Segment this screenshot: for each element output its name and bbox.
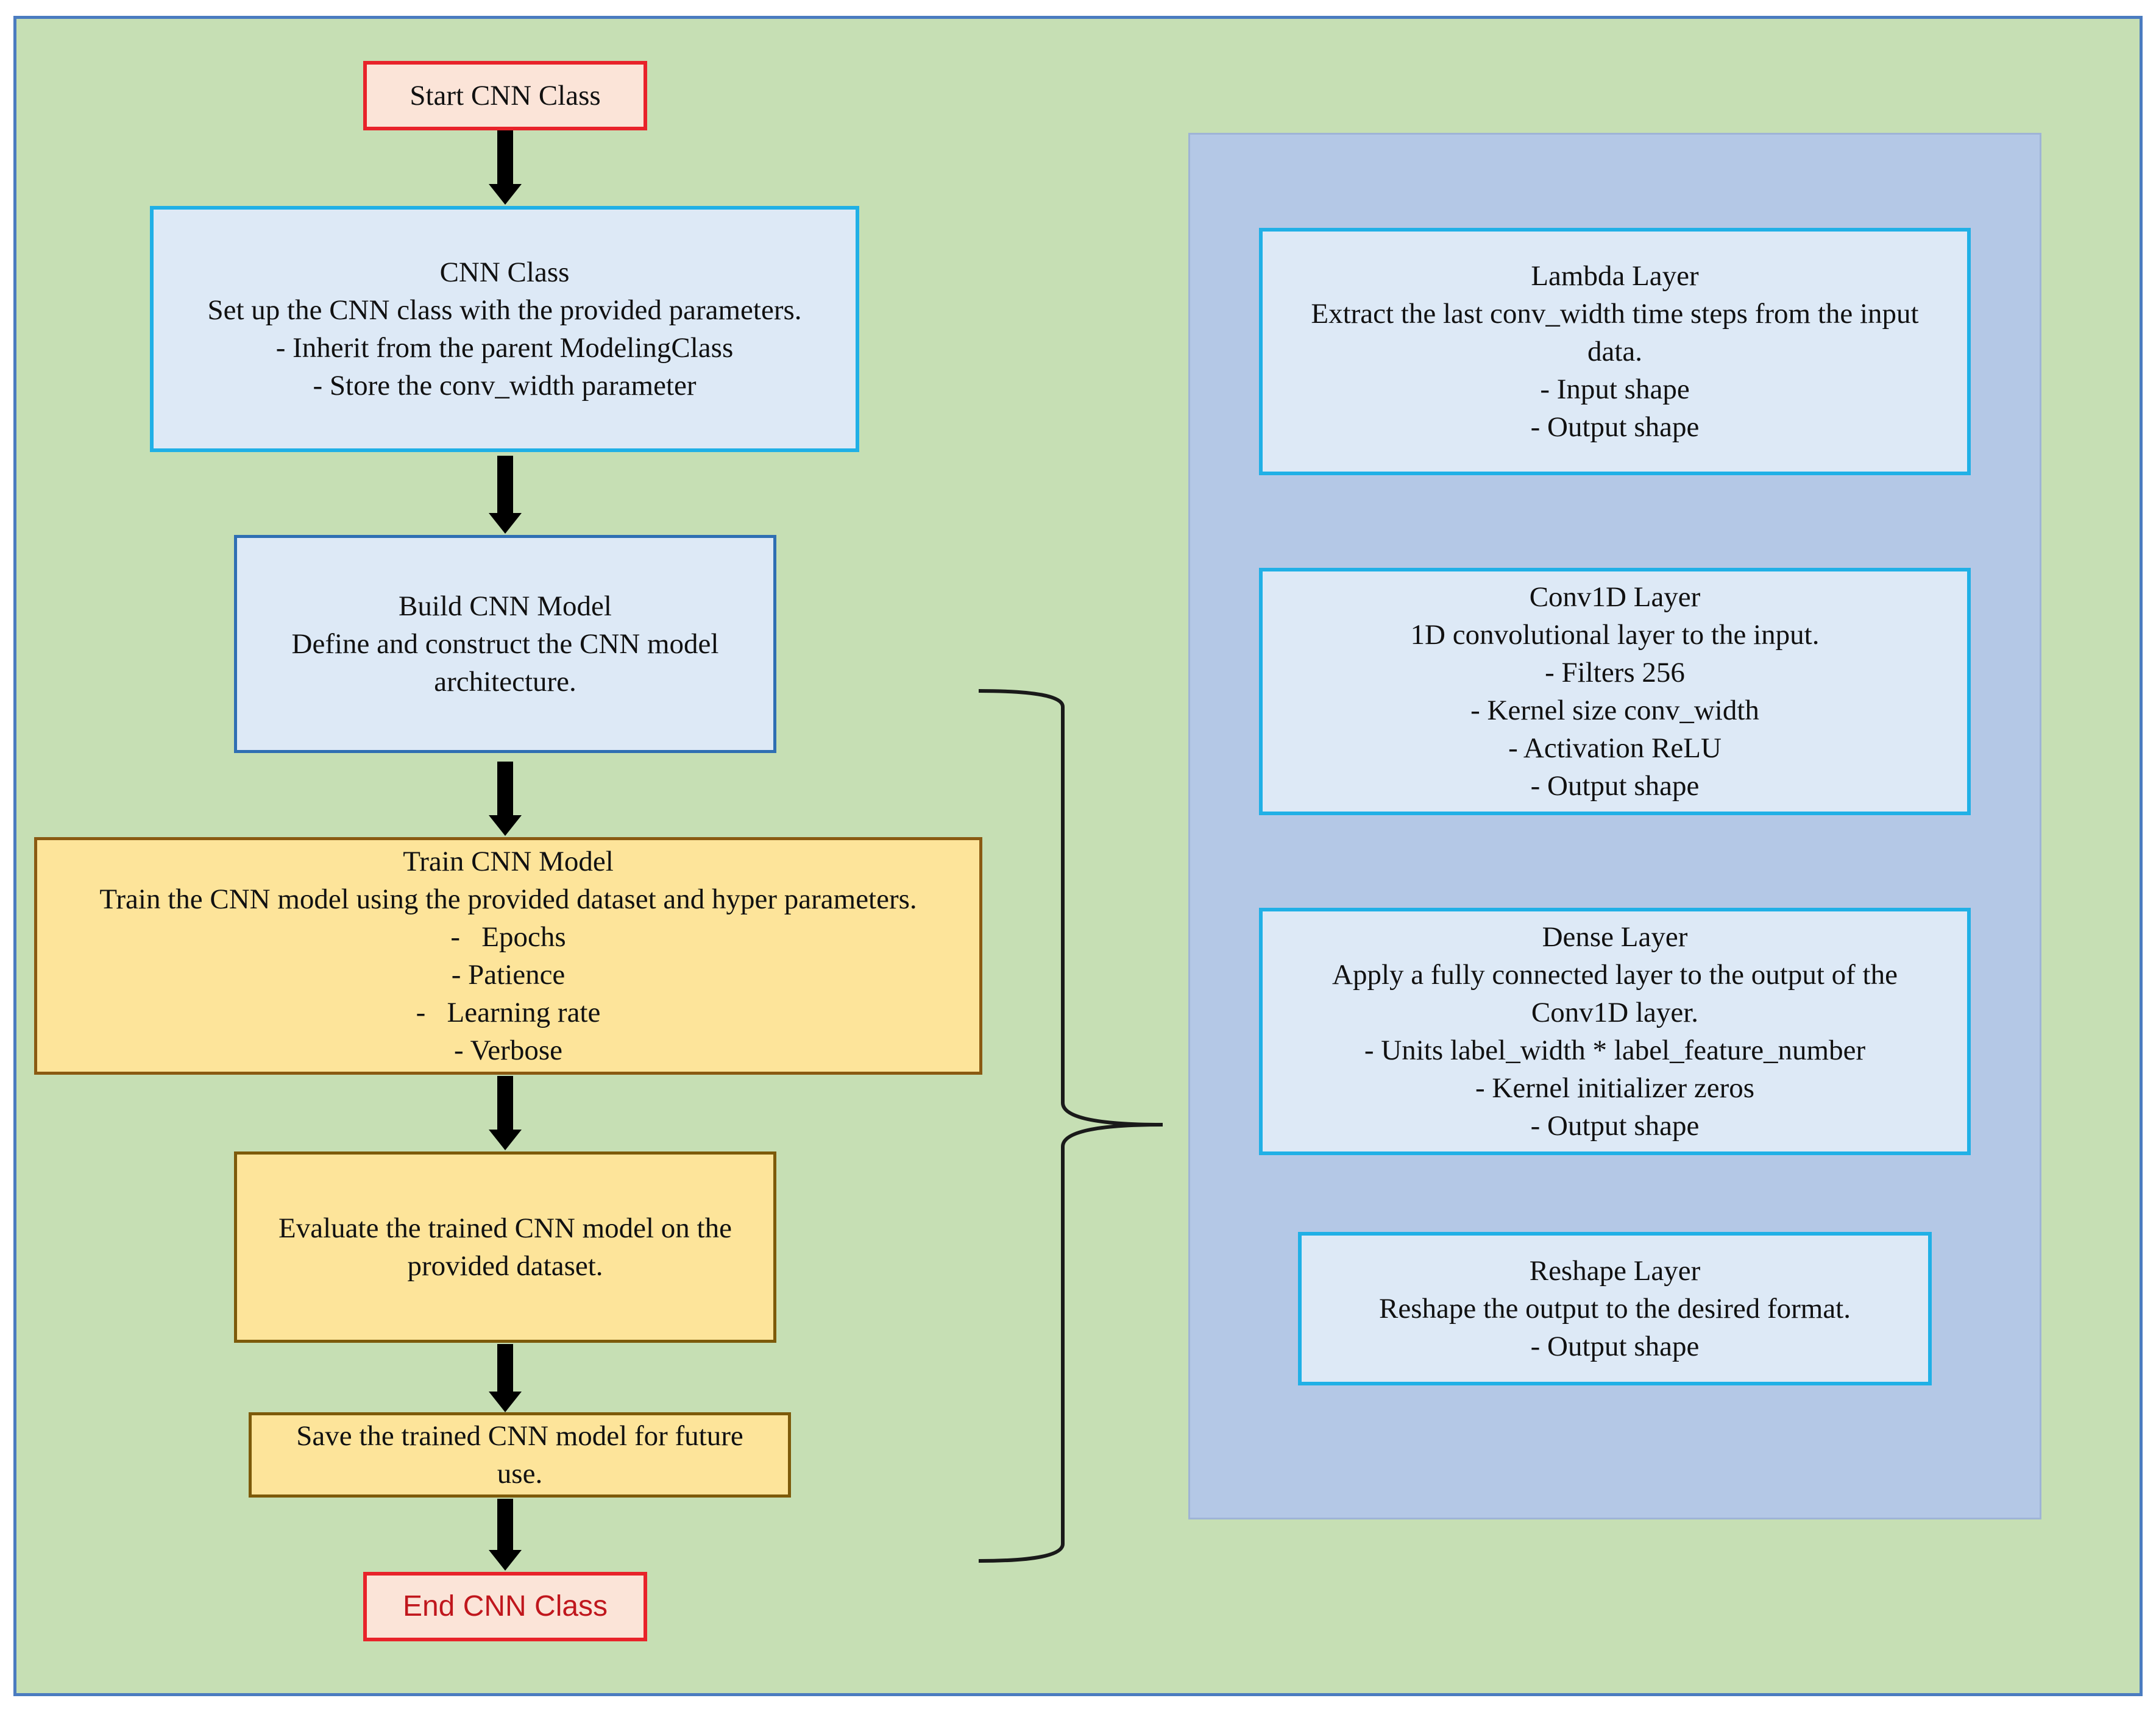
lambda-layer-title: Lambda Layer xyxy=(1531,260,1699,292)
conv1d-layer-line: - Filters 256 xyxy=(1545,657,1685,688)
train-model-line: Train the CNN model using the provided d… xyxy=(99,883,917,915)
evaluate-line: provided dataset. xyxy=(407,1250,603,1282)
evaluate-node: Evaluate the trained CNN model on the pr… xyxy=(234,1151,776,1343)
start-label: Start CNN Class xyxy=(410,80,601,111)
cnn-class-node: CNN Class Set up the CNN class with the … xyxy=(150,206,859,452)
train-model-line: - Verbose xyxy=(454,1035,562,1066)
dense-layer-node: Dense Layer Apply a fully connected laye… xyxy=(1259,908,1971,1155)
dense-layer-line: - Kernel initializer zeros xyxy=(1475,1072,1755,1104)
train-model-line: - Learning rate xyxy=(416,997,601,1028)
conv1d-layer-node: Conv1D Layer 1D convolutional layer to t… xyxy=(1259,568,1971,815)
reshape-layer-line: Reshape the output to the desired format… xyxy=(1379,1293,1851,1325)
arrow-start-to-cnn-class xyxy=(489,130,522,205)
train-model-title: Train CNN Model xyxy=(403,846,614,877)
conv1d-layer-title: Conv1D Layer xyxy=(1529,581,1701,613)
build-model-line: architecture. xyxy=(434,666,576,698)
end-label: End CNN Class xyxy=(402,1590,608,1622)
arrow-evaluate-to-save xyxy=(489,1344,522,1412)
lambda-layer-line: Extract the last conv_width time steps f… xyxy=(1311,298,1919,330)
curly-brace xyxy=(978,689,1163,1563)
conv1d-layer-line: - Activation ReLU xyxy=(1508,732,1722,764)
conv1d-layer-line: 1D convolutional layer to the input. xyxy=(1410,619,1820,651)
arrow-save-to-end xyxy=(489,1499,522,1571)
train-model-line: - Patience xyxy=(451,959,566,991)
build-model-node: Build CNN Model Define and construct the… xyxy=(234,535,776,753)
arrow-build-to-train xyxy=(489,762,522,836)
dense-layer-title: Dense Layer xyxy=(1542,921,1688,953)
dense-layer-line: - Output shape xyxy=(1530,1110,1700,1142)
arrow-cnn-class-to-build xyxy=(489,456,522,534)
save-node: Save the trained CNN model for future us… xyxy=(249,1412,791,1498)
cnn-class-line: - Store the conv_width parameter xyxy=(313,370,697,401)
train-model-node: Train CNN Model Train the CNN model usin… xyxy=(34,837,982,1075)
dense-layer-line: Conv1D layer. xyxy=(1531,997,1699,1028)
save-line: Save the trained CNN model for future xyxy=(296,1420,743,1452)
lambda-layer-line: - Input shape xyxy=(1540,373,1690,405)
reshape-layer-title: Reshape Layer xyxy=(1529,1255,1701,1287)
evaluate-line: Evaluate the trained CNN model on the xyxy=(278,1212,732,1244)
dense-layer-line: - Units label_width * label_feature_numb… xyxy=(1364,1035,1866,1066)
save-line: use. xyxy=(497,1458,543,1490)
reshape-layer-line: - Output shape xyxy=(1530,1331,1700,1362)
cnn-class-title: CNN Class xyxy=(439,256,570,288)
build-model-title: Build CNN Model xyxy=(399,590,612,622)
train-model-line: - Epochs xyxy=(450,921,566,953)
dense-layer-line: Apply a fully connected layer to the out… xyxy=(1332,959,1898,991)
reshape-layer-node: Reshape Layer Reshape the output to the … xyxy=(1298,1232,1932,1385)
cnn-class-line: - Inherit from the parent ModelingClass xyxy=(275,332,734,364)
arrow-train-to-evaluate xyxy=(489,1076,522,1150)
conv1d-layer-line: - Output shape xyxy=(1530,770,1700,802)
build-model-line: Define and construct the CNN model xyxy=(291,628,719,660)
end-node: End CNN Class xyxy=(363,1572,647,1641)
conv1d-layer-line: - Kernel size conv_width xyxy=(1470,695,1759,726)
cnn-class-line: Set up the CNN class with the provided p… xyxy=(207,294,802,326)
lambda-layer-node: Lambda Layer Extract the last conv_width… xyxy=(1259,228,1971,475)
lambda-layer-line: - Output shape xyxy=(1530,411,1700,443)
start-node: Start CNN Class xyxy=(363,61,647,130)
lambda-layer-line: data. xyxy=(1587,336,1643,367)
